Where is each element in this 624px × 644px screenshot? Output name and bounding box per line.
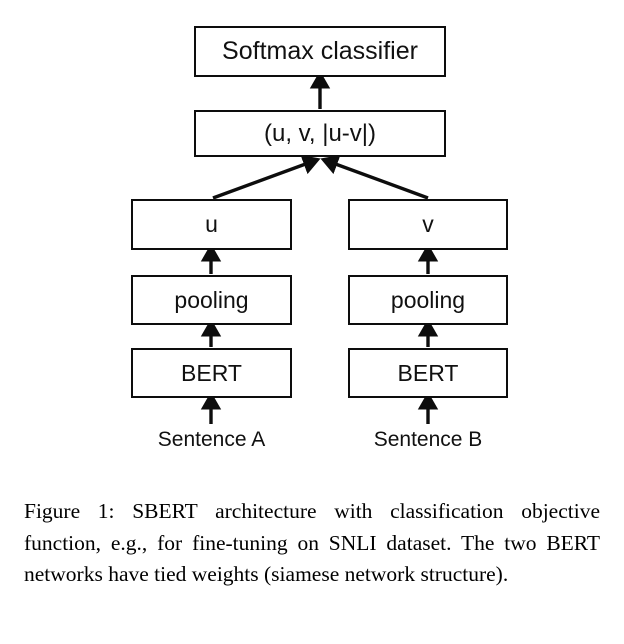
figure-caption: Figure 1: SBERT architecture with classi… bbox=[24, 496, 600, 591]
node-concatenation-label: (u, v, |u-v|) bbox=[263, 119, 377, 147]
node-softmax-classifier-label: Softmax classifier bbox=[222, 37, 418, 65]
node-pooling-b: pooling bbox=[348, 275, 508, 325]
node-bert-a: BERT bbox=[131, 348, 292, 398]
diagram-arrow-layer bbox=[200, 70, 439, 424]
node-bert-a-label: BERT bbox=[181, 359, 242, 386]
arrow-u-to-concat bbox=[212, 155, 321, 200]
node-bert-b: BERT bbox=[348, 348, 508, 398]
node-softmax-classifier: Softmax classifier bbox=[194, 26, 446, 77]
node-embedding-u-label: u bbox=[205, 211, 218, 237]
node-pooling-a-label: pooling bbox=[174, 286, 249, 313]
input-label-sentence-b: Sentence B bbox=[373, 428, 483, 451]
input-label-sentence-a: Sentence A bbox=[157, 428, 266, 451]
node-pooling-a: pooling bbox=[131, 275, 292, 325]
node-embedding-u: u bbox=[131, 199, 292, 250]
node-embedding-v-label: v bbox=[422, 211, 434, 237]
arrow-v-to-concat bbox=[320, 155, 429, 200]
figure-caption-text: Figure 1: SBERT architecture with classi… bbox=[24, 499, 600, 587]
node-pooling-b-label: pooling bbox=[390, 286, 466, 313]
node-bert-b-label: BERT bbox=[397, 359, 459, 386]
node-concatenation: (u, v, |u-v|) bbox=[194, 110, 446, 157]
node-embedding-v: v bbox=[348, 199, 508, 250]
figure-diagram: Softmax classifier (u, v, |u-v|) u v poo… bbox=[131, 26, 508, 451]
